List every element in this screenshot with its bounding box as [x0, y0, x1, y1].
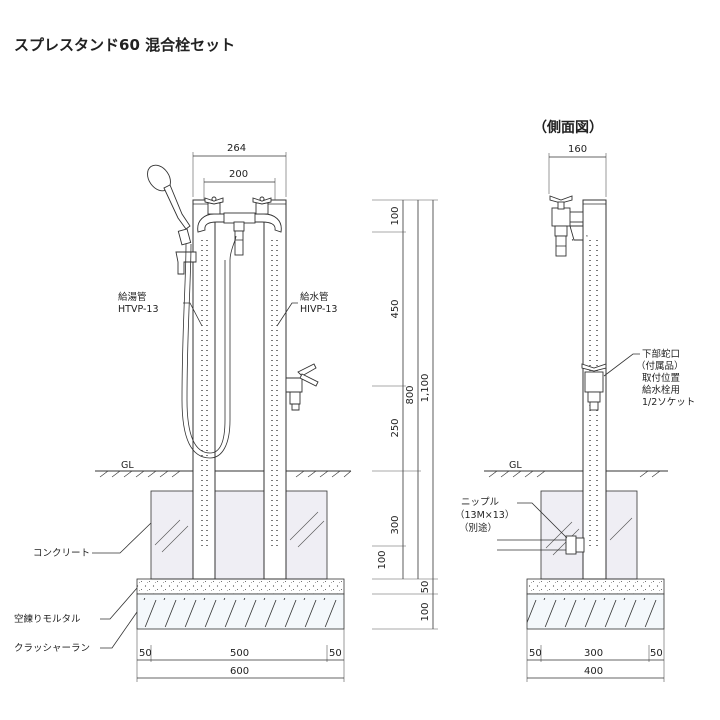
ground-line-side: [484, 470, 668, 478]
nipple-label-1: ニップル: [461, 497, 500, 508]
dim-side-50-right: 50: [650, 648, 663, 659]
dim-front-base: 50 500 50 600: [136, 629, 345, 682]
concrete-label: コンクリート: [33, 548, 90, 559]
mortar-label: 空練りモルタル: [14, 613, 81, 625]
side-nipple: [497, 535, 585, 555]
dim-front-50-right: 50: [329, 648, 342, 659]
dim-side-50-left: 50: [529, 648, 542, 659]
ground-label-front: GL: [121, 460, 134, 471]
front-view: 給湯管 HTVP-13 給水管 HIVP-13 GL コンクリート 空練りモルタ…: [14, 143, 352, 682]
hot-pipe-label-2: HTVP-13: [118, 304, 158, 315]
dim-front-50-left: 50: [139, 648, 152, 659]
dim-v-50: 50: [420, 581, 431, 594]
side-mortar-layer: [526, 578, 665, 595]
dim-side-300: 300: [584, 648, 603, 659]
mortar-layer: [136, 578, 345, 595]
dim-160: 160: [568, 144, 587, 155]
dim-v-100-crusher: 100: [420, 602, 431, 621]
dim-v-100-top: 100: [390, 206, 401, 225]
dim-v-100-bottom: 100: [377, 550, 388, 569]
dim-v-1100: 1,100: [420, 374, 431, 403]
side-top-faucet: [549, 195, 584, 257]
cold-pipe-label-1: 給水管: [300, 291, 329, 303]
mixing-faucet: [197, 196, 282, 256]
side-view-title: （側面図）: [533, 119, 603, 136]
crusher-run-label: クラッシャーラン: [14, 643, 90, 654]
lower-faucet-label-1: 下部蛇口: [642, 348, 680, 360]
ground-line-front: [95, 470, 352, 478]
nipple-label-3: （別途）: [459, 522, 497, 534]
dim-v-800: 800: [405, 385, 416, 404]
dim-top-width: 264: [192, 143, 287, 197]
shower-head: [147, 164, 197, 275]
dim-side-top: 160: [548, 144, 607, 197]
side-view: GL 下部蛇口 （付属品） 取付位置 給水栓用 1/2ソケット ニップル （13…: [455, 144, 695, 682]
concrete-glass-marks: [154, 511, 325, 553]
shower-hose: [181, 235, 237, 459]
dim-front-600: 600: [230, 666, 249, 677]
hot-pipe-label-1: 給湯管: [118, 291, 147, 303]
dim-front-500: 500: [230, 648, 249, 659]
lower-faucet-label-2: （付属品）: [636, 360, 684, 372]
nipple-label-2: （13M×13）: [455, 509, 514, 521]
dim-200: 200: [229, 169, 248, 180]
dim-v-250: 250: [390, 418, 401, 437]
lower-faucet-label-5: 1/2ソケット: [642, 397, 695, 408]
dim-264: 264: [227, 143, 246, 154]
dim-v-450: 450: [390, 299, 401, 318]
lower-faucet-front: [285, 363, 319, 411]
dim-v-300: 300: [390, 515, 401, 534]
ground-label-side: GL: [509, 460, 522, 471]
right-post: [263, 199, 287, 580]
lower-faucet-label-4: 給水栓用: [642, 384, 680, 396]
dim-side-base: 50 300 50 400: [526, 629, 665, 682]
page-title: スプレスタンド60 混合栓セット: [14, 36, 235, 54]
side-lower-faucet: [581, 363, 607, 411]
dim-side-400: 400: [584, 666, 603, 677]
dim-inner-width: 200: [203, 169, 276, 200]
lower-faucet-label-3: 取付位置: [642, 372, 680, 384]
cold-pipe-label-2: HIVP-13: [300, 304, 337, 315]
vertical-dimensions: 100 450 250 300 100 800 1,100 50 100: [372, 199, 438, 630]
concrete-block: [150, 490, 328, 580]
